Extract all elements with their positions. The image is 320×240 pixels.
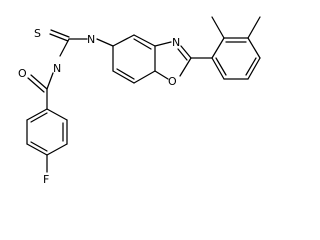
ring-ox-bond-cn-1 [180,45,192,59]
atom-labels: S N N O N O F [18,27,180,186]
bond-n-carbonyl [46,72,54,90]
atom-label-thiourea-n: N [87,33,95,46]
ring-b-bond-2 [133,34,156,47]
bond-c-n-left [59,38,70,57]
atom-label-fluorine: F [43,173,49,186]
ring-b-bond-2-inner [133,38,152,50]
ring-b-bond-1 [112,34,135,47]
atom-label-thione-s: S [34,27,41,40]
ring-ox-bond-o [154,70,169,80]
ring-f-bond-4 [26,143,48,156]
bond-methyl-2 [247,16,261,39]
bond-c-s-2 [49,33,69,42]
ring-ox-bond-co [179,57,192,77]
atom-label-oxazole-n: N [172,36,180,49]
ring-f-bond-3 [46,143,68,156]
ring-ox-bond-cn-2 [177,48,188,61]
molecule-drawing: S N N O N O F [18,16,261,186]
ring-d-bond-4 [247,57,261,80]
ring-d-bond-4-inner [245,57,257,76]
ring-b-bond-4 [133,70,156,84]
ring-b-bond-5-inner [116,68,135,80]
bonds [26,16,261,173]
atom-label-amide-n: N [53,62,61,75]
atom-label-oxazole-o: O [168,75,177,88]
ring-d-bond-1 [211,37,225,59]
ring-b-bond-5 [112,70,135,84]
bond-methyl-1 [211,16,225,39]
bond-c-o-2 [27,77,45,93]
ring-d-bond-6-inner [215,57,227,76]
chemical-structure: S N N O N O F [18,16,261,186]
ring-f-bond-1 [46,108,68,121]
ring-f-bond-6-inner [30,112,48,123]
ring-f-bond-4-inner [30,141,48,152]
ring-d-bond-3 [247,37,261,59]
bond-n-aryl [96,38,114,47]
bond-c-o-1 [30,74,48,90]
ring-f-bond-6 [26,108,48,121]
bond-c-s-1 [50,29,70,38]
ring-ox-bond-n [154,41,172,47]
atom-label-amide-o: O [18,67,27,80]
ring-d-bond-6 [211,57,225,80]
